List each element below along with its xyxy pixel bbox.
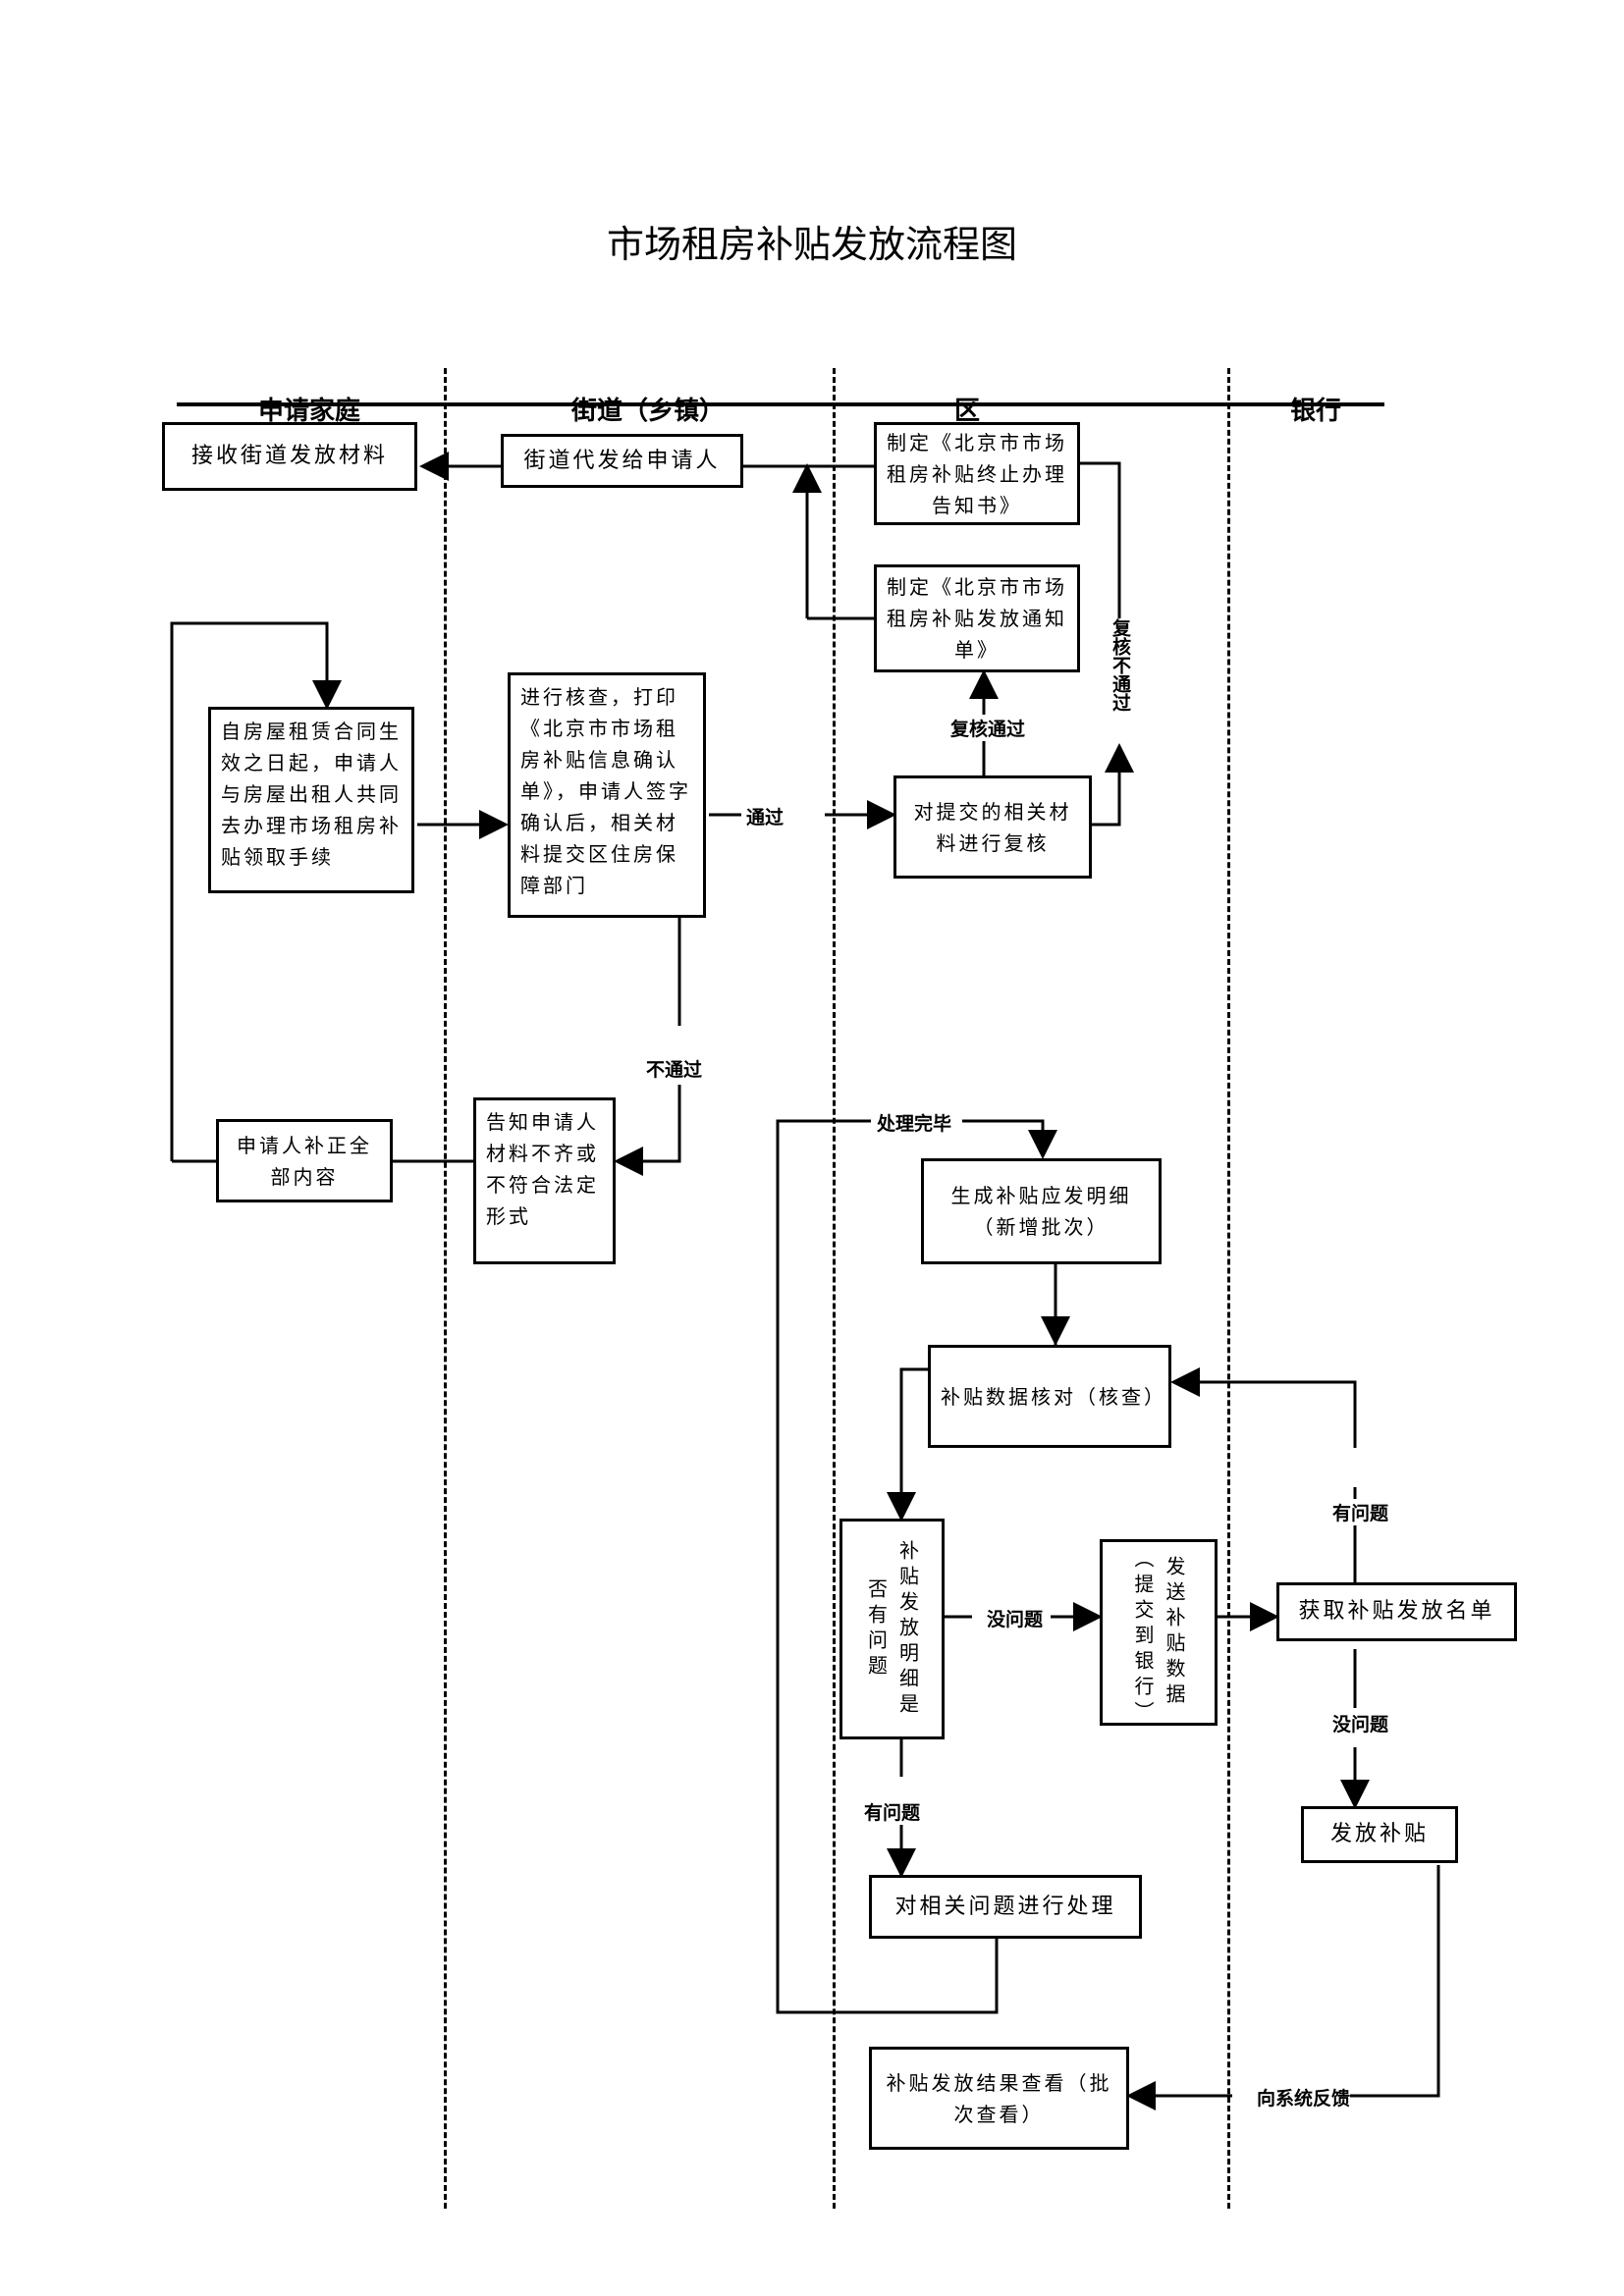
box-district-review: 对提交的相关材料进行复核 xyxy=(893,775,1092,879)
label-feedback: 向系统反馈 xyxy=(1257,2084,1351,2110)
box-applicant-correct: 申请人补正全部内容 xyxy=(216,1119,393,1202)
lane-district: 区 xyxy=(953,397,980,426)
label-review-pass: 复核通过 xyxy=(950,715,1026,741)
page-title: 市场租房补贴发放流程图 xyxy=(606,223,1017,266)
label-review-fail: 复核不通过 xyxy=(1108,618,1134,712)
label-has-problem: 有问题 xyxy=(864,1798,921,1825)
label-bank-no-problem: 没问题 xyxy=(1332,1710,1389,1736)
label-bank-has-problem: 有问题 xyxy=(1332,1499,1389,1525)
box-handle-issues: 对相关问题进行处理 xyxy=(869,1875,1142,1939)
label-done: 处理完毕 xyxy=(877,1109,952,1136)
box-generate-details: 生成补贴应发明细（新增批次） xyxy=(921,1158,1162,1264)
lane-family: 申请家庭 xyxy=(257,397,360,426)
box-street-issue: 街道代发给申请人 xyxy=(501,434,743,488)
label-no-problem: 没问题 xyxy=(987,1605,1044,1631)
lane-bank: 银行 xyxy=(1289,397,1341,426)
box-issue-notice: 制定《北京市市场租房补贴发放通知单》 xyxy=(874,564,1080,672)
header-line xyxy=(177,402,1384,406)
box-send-to-bank: 发送补贴数据（提交到银行） xyxy=(1100,1539,1218,1727)
box-view-results: 补贴发放结果查看（批次查看） xyxy=(869,2047,1129,2150)
box-inform-applicant: 告知申请人材料不齐或不符合法定形式 xyxy=(473,1097,616,1264)
box-pay-subsidy: 发放补贴 xyxy=(1301,1806,1458,1863)
label-fail: 不通过 xyxy=(646,1055,703,1082)
box-get-list: 获取补贴发放名单 xyxy=(1276,1582,1517,1641)
lane-street: 街道（乡镇） xyxy=(570,397,725,426)
box-receive-materials: 接收街道发放材料 xyxy=(162,422,417,491)
box-termination-notice: 制定《北京市市场租房补贴终止办理告知书》 xyxy=(874,422,1080,525)
box-detail-question: 补贴发放明细是否有问题 xyxy=(839,1519,945,1739)
lane-divider xyxy=(444,368,447,2209)
box-street-check: 进行核查，打印《北京市市场租房补贴信息确认单》，申请人签字确认后，相关材料提交区… xyxy=(508,672,706,918)
box-apply: 自房屋租赁合同生效之日起，申请人与房屋出租人共同去办理市场租房补贴领取手续 xyxy=(208,707,414,893)
lane-divider xyxy=(833,368,836,2209)
lane-divider xyxy=(1227,368,1230,2209)
box-verify-data: 补贴数据核对（核查） xyxy=(928,1345,1171,1448)
label-pass: 通过 xyxy=(746,803,785,829)
